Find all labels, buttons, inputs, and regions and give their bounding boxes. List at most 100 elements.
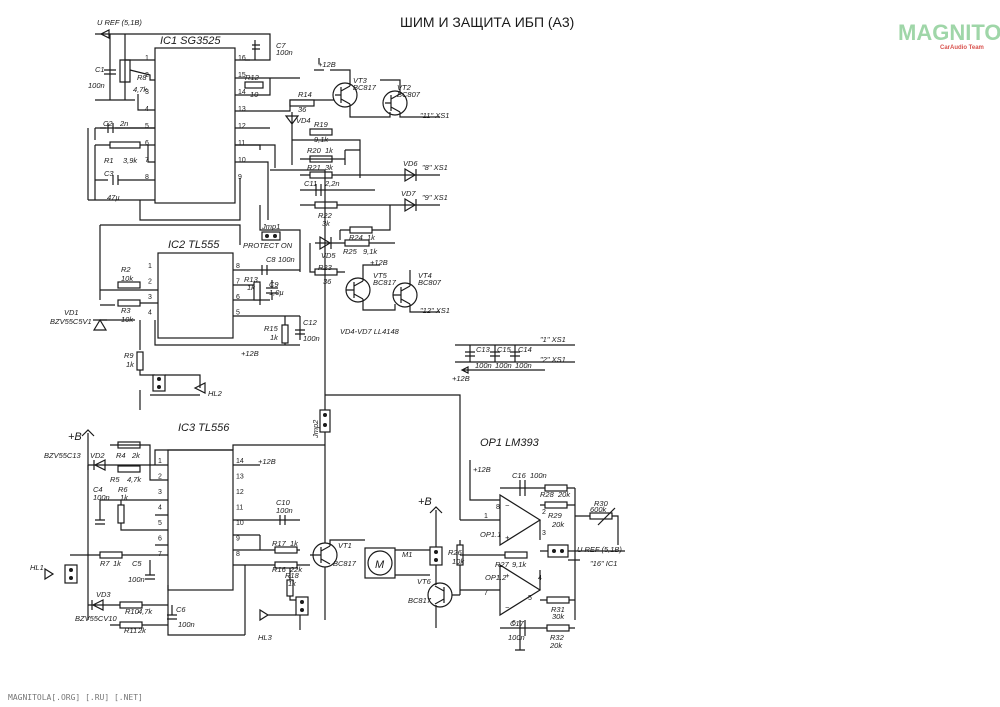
ic3-pin-right: 13 — [236, 474, 244, 481]
ic3-pin-right: 9 — [236, 536, 240, 543]
ic3-pin-right: 8 — [236, 551, 240, 558]
svg-text:OP1.2: OP1.2 — [485, 573, 507, 582]
vt2-transistor: VT2 BC807 — [382, 83, 421, 116]
svg-text:C9: C9 — [269, 280, 279, 289]
svg-text:VT4: VT4 — [418, 271, 432, 280]
svg-text:100n: 100n — [475, 361, 492, 370]
svg-text:4,7k: 4,7k — [127, 475, 142, 484]
svg-text:BZV55CV10: BZV55CV10 — [75, 614, 118, 623]
svg-text:10k: 10k — [121, 315, 134, 324]
svg-text:VT5: VT5 — [373, 271, 388, 280]
svg-text:R24: R24 — [349, 233, 363, 242]
svg-text:R10: R10 — [125, 607, 140, 616]
ic1-pin-left: 7 — [145, 157, 149, 164]
svg-text:IC3 TL556: IC3 TL556 — [178, 422, 230, 434]
svg-text:20k: 20k — [551, 520, 565, 529]
ic1-pin-left: 5 — [145, 123, 149, 130]
svg-text:BC817: BC817 — [353, 83, 377, 92]
svg-text:22k: 22k — [289, 565, 303, 574]
svg-text:C10: C10 — [276, 498, 291, 507]
svg-text:R26: R26 — [448, 548, 463, 557]
svg-text:3: 3 — [542, 530, 546, 537]
svg-text:1k: 1k — [367, 233, 376, 242]
svg-text:R19: R19 — [314, 120, 329, 129]
svg-text:R11: R11 — [124, 626, 137, 635]
svg-text:100n: 100n — [276, 48, 293, 57]
ic1-pin-right: 9 — [238, 174, 242, 181]
svg-text:9,1k: 9,1k — [314, 135, 329, 144]
svg-text:HL2: HL2 — [208, 389, 223, 398]
svg-text:VD4-VD7 LL4148: VD4-VD7 LL4148 — [340, 327, 400, 336]
svg-text:+: + — [505, 571, 510, 580]
ic2-pin-left: 2 — [148, 279, 152, 286]
svg-text:VD7: VD7 — [401, 189, 416, 198]
svg-text:C7: C7 — [276, 41, 286, 50]
svg-text:100n: 100n — [508, 633, 525, 642]
svg-text:R8: R8 — [137, 73, 147, 82]
magnitola-logo: MAGNITOLA CarAudio Team — [898, 20, 1000, 51]
ic2-pin-left: 4 — [148, 310, 152, 317]
svg-text:−: − — [505, 603, 510, 612]
svg-text:1k: 1k — [113, 559, 122, 568]
svg-text:100n: 100n — [278, 255, 295, 264]
v12-label-6: +12В — [473, 465, 491, 474]
svg-text:10k: 10k — [121, 274, 134, 283]
v12-label-2: +12В — [370, 258, 388, 267]
svg-text:VD4: VD4 — [296, 116, 311, 125]
ic1-pin-right: 10 — [238, 157, 246, 164]
svg-text:C13: C13 — [476, 345, 491, 354]
ic1-pin-right: 12 — [238, 123, 246, 130]
svg-text:BC817: BC817 — [373, 278, 397, 287]
ic1-pin-left: 3 — [145, 89, 149, 96]
svg-text:C16: C16 — [512, 471, 527, 480]
svg-text:36: 36 — [298, 105, 307, 114]
ic3-pin-left: 6 — [158, 536, 162, 543]
svg-text:100n: 100n — [303, 334, 320, 343]
svg-text:R16: R16 — [272, 565, 287, 574]
svg-text:"12" XS1: "12" XS1 — [420, 306, 450, 315]
ic1-pin-right: 14 — [238, 89, 246, 96]
footer-text: MAGNITOLA[.ORG] [.RU] [.NET] — [8, 693, 143, 702]
svg-text:−: − — [505, 501, 510, 510]
svg-text:2k: 2k — [137, 626, 147, 635]
hl1-led: HL1 — [30, 563, 78, 584]
ic3-pin-right: 11 — [236, 505, 243, 512]
ic3-pin-left: 5 — [158, 520, 162, 527]
svg-text:R20: R20 — [307, 146, 322, 155]
svg-text:IC2 TL555: IC2 TL555 — [168, 239, 220, 251]
svg-text:20k: 20k — [557, 490, 571, 499]
v12-label-1: +12В — [318, 60, 336, 69]
ic2-pin-right: 7 — [236, 279, 240, 286]
ic1-pin-right: 13 — [238, 106, 246, 113]
ic1-pin-left: 2 — [145, 72, 149, 79]
svg-text:4: 4 — [538, 575, 542, 582]
capacitor-bank: C13 C15 C14 100n 100n 100n +12В "1" XS1 … — [452, 335, 575, 383]
svg-text:R21: R21 — [307, 163, 321, 172]
svg-text:VT2: VT2 — [397, 83, 412, 92]
svg-text:47µ: 47µ — [107, 193, 120, 202]
ic3-pin-left: 4 — [158, 505, 162, 512]
svg-text:C12: C12 — [303, 318, 318, 327]
svg-text:600k: 600k — [590, 505, 608, 514]
svg-text:R15: R15 — [264, 324, 279, 333]
svg-text:MAGNITOLA: MAGNITOLA — [898, 20, 1000, 45]
ic1-pin-right: 11 — [238, 140, 245, 147]
svg-text:Jmp1: Jmp1 — [261, 222, 280, 231]
m1-motor: M M1 — [364, 547, 412, 579]
svg-text:5: 5 — [528, 595, 532, 602]
v12-label-4: +12В — [452, 374, 470, 383]
svg-text:VD3: VD3 — [96, 590, 111, 599]
svg-text:C4: C4 — [93, 485, 103, 494]
svg-text:C14: C14 — [518, 345, 532, 354]
svg-text:R13: R13 — [244, 275, 259, 284]
svg-text:VT6: VT6 — [417, 577, 432, 586]
svg-text:100n: 100n — [93, 493, 110, 502]
svg-text:"16" IC1: "16" IC1 — [590, 559, 617, 568]
svg-text:VD5: VD5 — [321, 251, 336, 260]
svg-text:100n: 100n — [276, 506, 293, 515]
ic3-pin-right: 12 — [236, 489, 244, 496]
ic1-pin-left: 8 — [145, 174, 149, 181]
